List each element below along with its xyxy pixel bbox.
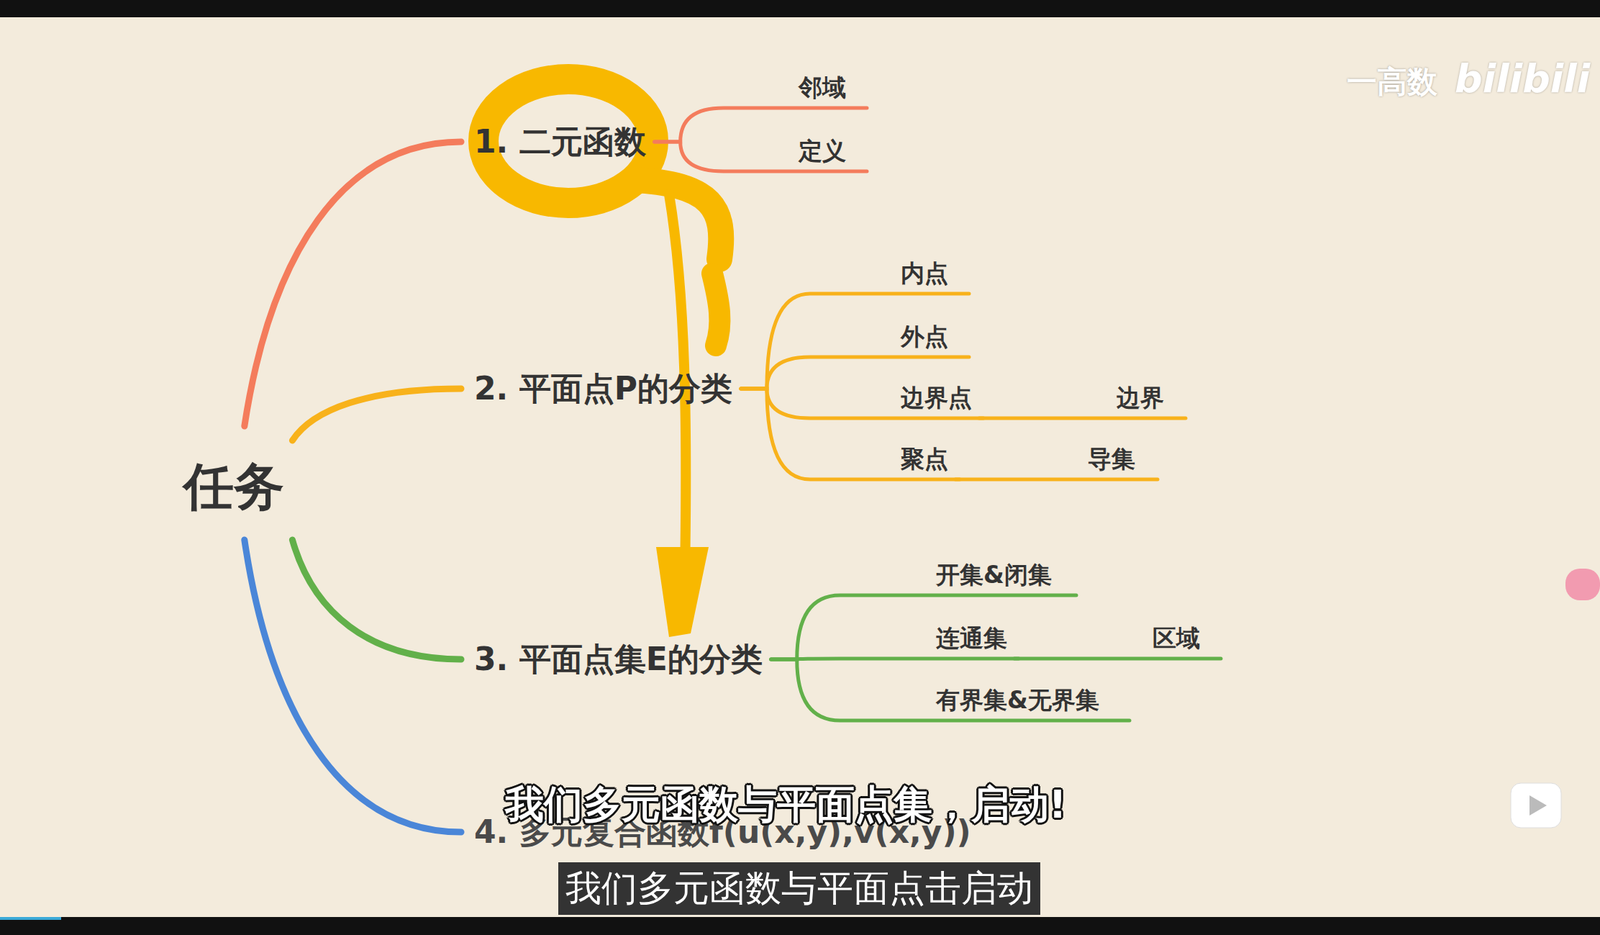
sub-topic: 外点 [897, 320, 952, 353]
root-topic: 任务 [180, 454, 288, 518]
sub-topic: 边界 [1113, 382, 1167, 414]
branch-line [771, 594, 1077, 659]
topic-text: 内点 [900, 258, 949, 288]
bottom-bar [0, 916, 1600, 935]
topic-text: 开集&闭集 [935, 560, 1052, 590]
sub-topic: 边界点 [897, 382, 975, 414]
branch-line [979, 416, 1186, 421]
topic-text: 邻域 [798, 73, 847, 103]
sub-topic: 导集 [1084, 443, 1139, 475]
sub-topic: 定义 [795, 135, 849, 167]
branch-line [771, 656, 1019, 662]
sub-topic: 内点 [897, 257, 952, 290]
branch-line [741, 356, 970, 389]
branch-line [1014, 656, 1221, 661]
sub-topic: 连通集 [933, 622, 1011, 654]
watermark: 一高数 [1346, 61, 1438, 103]
branch-line [741, 293, 970, 389]
branch-line [244, 539, 462, 832]
sub-topic: 邻域 [795, 71, 849, 104]
topic-text: 聚点 [900, 444, 949, 474]
auto-caption: 我们多元函数与平面点击启动 [558, 861, 1041, 915]
sub-topic: 开集&闭集 [933, 558, 1055, 591]
play-icon [1510, 782, 1562, 828]
branch-line [955, 477, 1158, 482]
topic-text: 3. 平面点集E的分类 [474, 640, 763, 679]
topic-text: 边界 [1116, 383, 1165, 413]
branch-line [244, 141, 462, 426]
bilibili-logo: bilibili [1454, 56, 1590, 102]
play-triangle [1529, 794, 1547, 816]
topic-text: 外点 [900, 322, 949, 352]
main-topic: 2. 平面点P的分类 [471, 368, 736, 410]
topic-text: 定义 [798, 136, 847, 166]
sub-topic: 区域 [1149, 622, 1203, 654]
topic-text: 边界点 [900, 383, 972, 413]
topic-text: 1. 二元函数 [474, 123, 647, 162]
topic-text: 区域 [1152, 623, 1200, 653]
top-bar [0, 0, 1600, 18]
topic-text: 有界集&无界集 [935, 685, 1100, 715]
branch-line [654, 107, 867, 142]
branch-line [292, 388, 462, 441]
topic-text: 2. 平面点P的分类 [474, 369, 733, 408]
side-button [1565, 568, 1600, 600]
annotation-arrowhead [656, 546, 709, 637]
sub-topic: 有界集&无界集 [933, 684, 1103, 716]
progress-bar [0, 916, 62, 920]
sub-topic: 聚点 [897, 443, 952, 475]
branch-line [292, 539, 462, 659]
main-topic: 3. 平面点集E的分类 [471, 638, 766, 680]
topic-text: 任务 [183, 456, 285, 517]
video-subtitle: 我们多元函数与平面点集，启动! [505, 778, 1067, 831]
branch-line [771, 658, 1130, 721]
topic-text: 连通集 [935, 623, 1008, 653]
topic-text: 导集 [1087, 444, 1136, 474]
main-topic: 1. 二元函数 [471, 121, 649, 163]
